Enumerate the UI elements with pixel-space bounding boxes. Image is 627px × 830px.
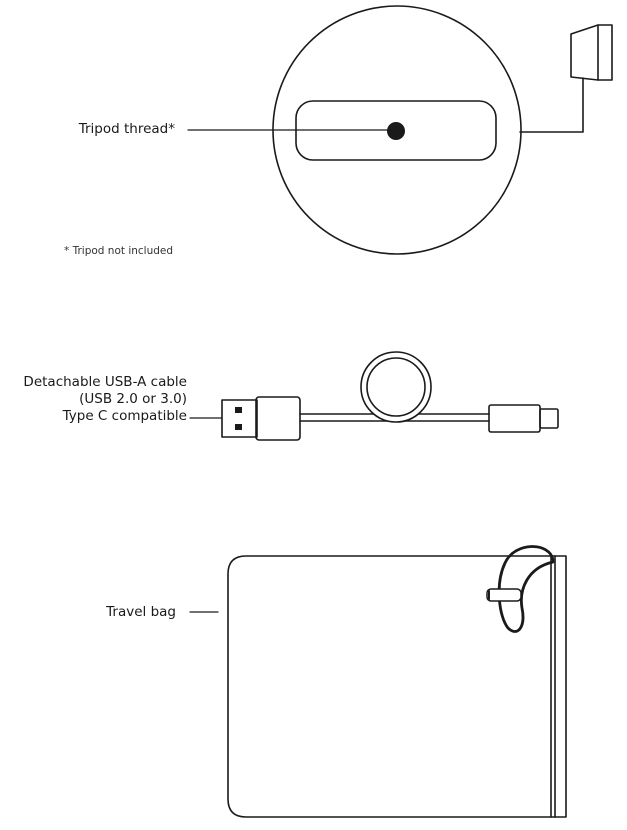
travel-bag-cord-stopper: [486, 588, 522, 602]
usb-c-plug-tip: [539, 408, 559, 429]
tripod-thread-label: Tripod thread*: [78, 121, 175, 137]
usb-cable-label-line1: Detachable USB-A cable: [23, 374, 187, 390]
camera-base-connector: [570, 24, 613, 81]
usb-a-pin-top: [235, 407, 242, 413]
usb-cable-label-line3: Type C compatible: [62, 408, 187, 424]
travel-bag-drawstring: [497, 545, 555, 633]
usb-cable-illustration: [189, 351, 559, 441]
travel-bag-label: Travel bag: [106, 604, 176, 620]
usb-a-plug-body: [255, 396, 301, 441]
usb-cable-label: Detachable USB-A cable (USB 2.0 or 3.0) …: [4, 374, 187, 425]
tripod-footnote: * Tripod not included: [64, 245, 174, 257]
camera-base-cable: [519, 77, 584, 133]
travel-bag-outline: [227, 555, 567, 818]
usb-a-pin-bottom: [235, 424, 242, 430]
camera-base-illustration: [187, 5, 613, 255]
usb-cable-coil-inner: [366, 357, 426, 417]
usb-cable-coil-outer: [360, 351, 432, 423]
travel-bag-illustration: [189, 545, 567, 818]
tripod-thread-hole: [387, 122, 405, 140]
usb-a-plug-tip: [221, 399, 258, 438]
usb-cable-label-line2: (USB 2.0 or 3.0): [79, 391, 187, 407]
usb-c-plug-body: [488, 404, 541, 433]
